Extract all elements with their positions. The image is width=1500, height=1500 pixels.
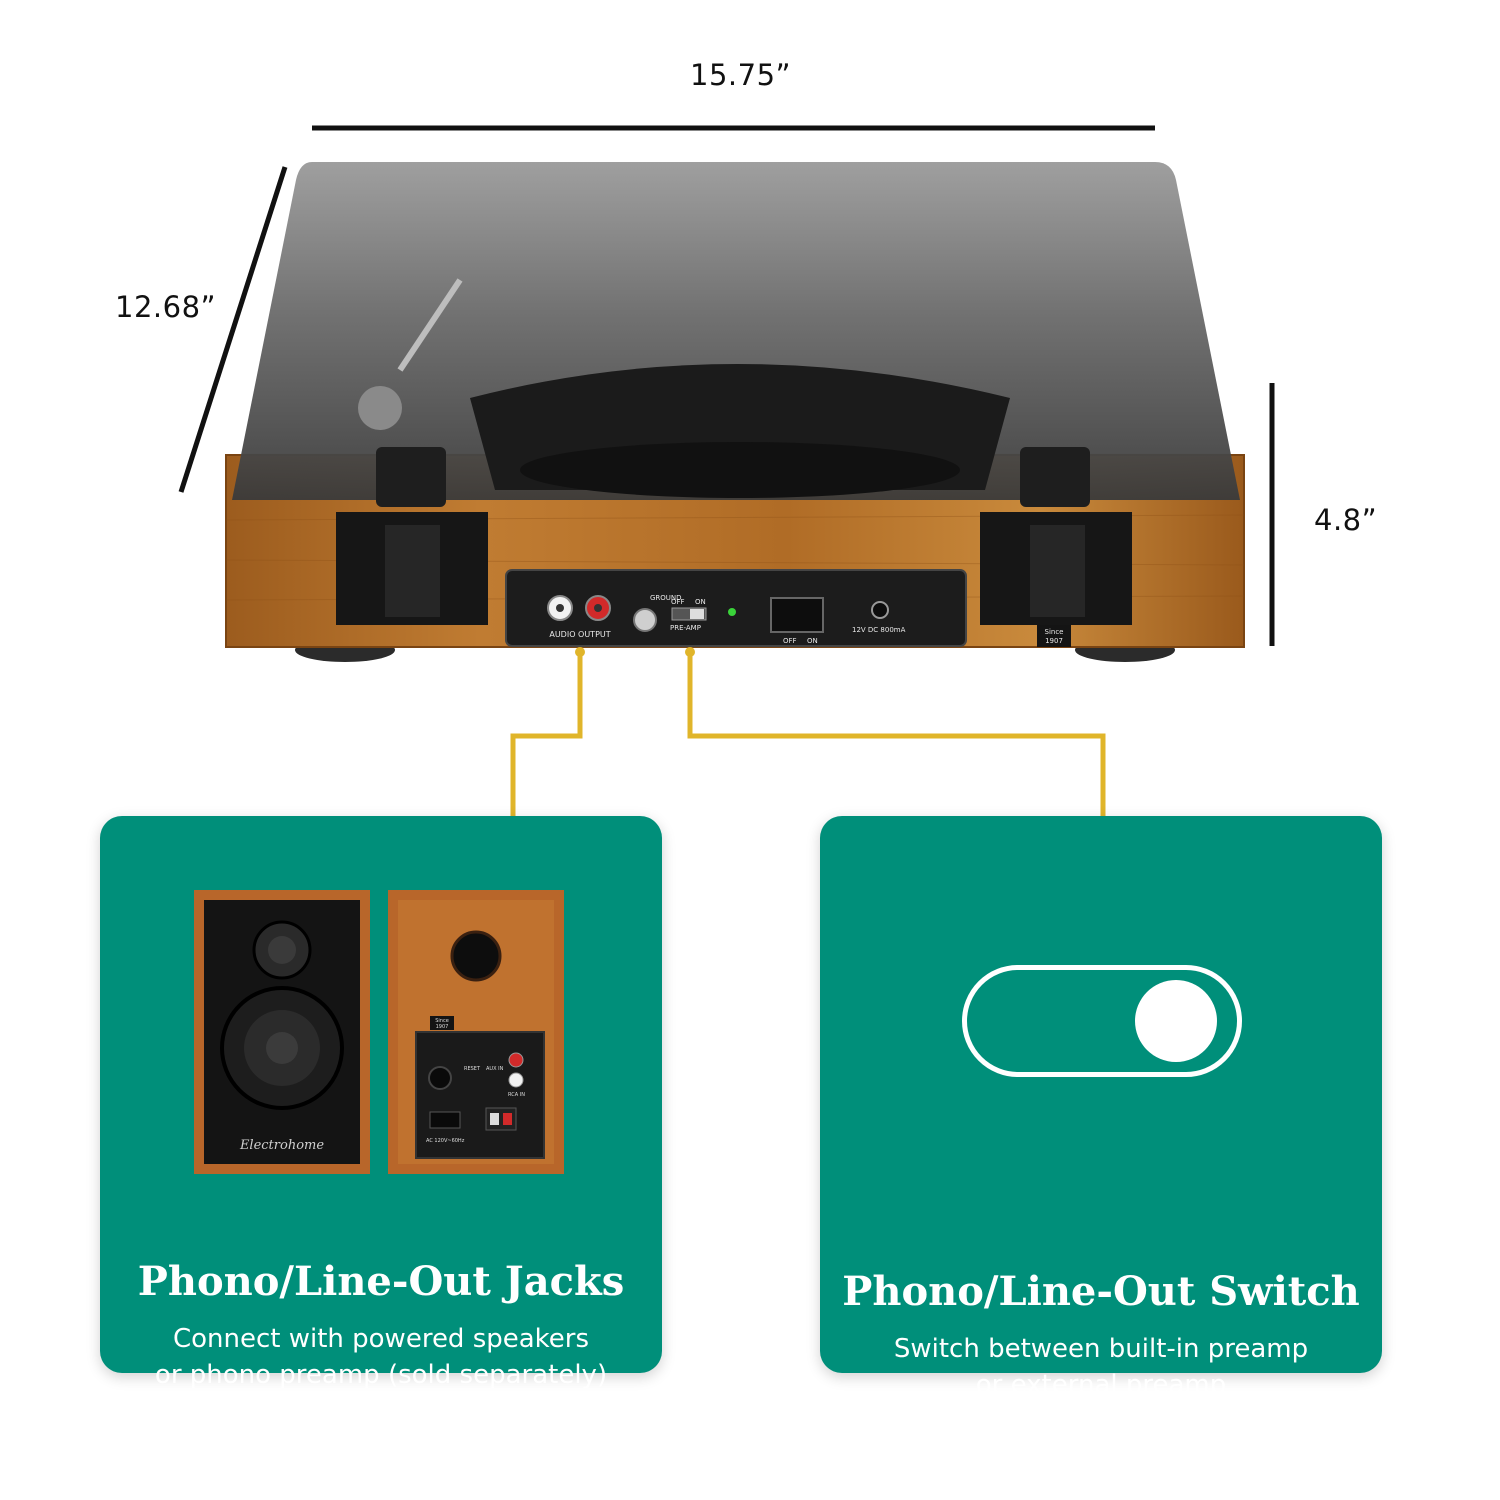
switch-card-title: Phono/Line-Out Switch	[842, 1268, 1360, 1315]
rear-control-panel	[505, 569, 967, 647]
speaker-badge-line-1: Since	[435, 1018, 449, 1024]
switch-connector-line	[687, 652, 1106, 816]
depth-dimension-label: 12.68”	[115, 290, 217, 324]
speakers-image: Electrohome Since 1907 RESET AUX IN RCA …	[194, 890, 564, 1174]
speaker-rca-red[interactable]	[508, 1052, 524, 1068]
badge-line-1: Since	[1045, 628, 1064, 636]
power-on-label: ON	[807, 637, 818, 645]
audio-output-label: AUDIO OUTPUT	[549, 630, 610, 639]
ac-inlet	[429, 1111, 461, 1129]
switch-card-description-line-1: Switch between built-in preamp	[893, 1334, 1309, 1364]
toggle-knob	[1135, 980, 1217, 1062]
speaker-badge-line-2: 1907	[436, 1024, 449, 1030]
reset-label: RESET	[464, 1066, 481, 1072]
jacks-card-description-line-2: or phono preamp (sold separately)	[154, 1360, 608, 1390]
ac-label: AC 120V~60Hz	[426, 1138, 465, 1144]
aux-in-label: AUX IN	[486, 1066, 504, 1072]
rca-in-label: RCA IN	[508, 1092, 525, 1098]
left-hinge	[336, 447, 488, 625]
power-off-label: OFF	[783, 637, 797, 645]
power-switch[interactable]	[770, 597, 824, 633]
bass-port	[450, 930, 502, 982]
depth-dimension-line	[178, 166, 288, 493]
preamp-off-label: OFF	[671, 598, 685, 606]
speaker-brand-logo: Electrohome	[239, 1138, 324, 1153]
dc-power-jack[interactable]	[871, 601, 889, 619]
preamp-on-label: ON	[695, 598, 706, 606]
preamp-label: PRE-AMP	[670, 624, 701, 632]
ground-label: GROUND	[650, 594, 682, 602]
toggle-switch-icon	[962, 965, 1242, 1077]
volume-knob[interactable]	[428, 1066, 452, 1090]
switch-card-description-line-2: or external preamp	[975, 1370, 1227, 1400]
ground-screw[interactable]	[633, 608, 657, 632]
rear-speaker-panel	[415, 1031, 545, 1159]
width-dimension-label: 15.75”	[690, 58, 792, 92]
jacks-card-description-line-1: Connect with powered speakers	[172, 1324, 590, 1354]
switch-feature-card: Phono/Line-Out Switch Switch between bui…	[820, 816, 1382, 1400]
speaker-rca-white[interactable]	[508, 1072, 524, 1088]
power-led	[728, 608, 736, 616]
since-1907-badge	[1037, 625, 1071, 647]
turntable-image: Since 1907 AUDIO OUTPUT GROUND OFF ON PR…	[225, 162, 1245, 662]
badge-line-2: 1907	[1045, 637, 1063, 645]
power-spec-label: 12V DC 800mA	[852, 626, 906, 634]
right-hinge	[980, 447, 1132, 625]
jacks-feature-card: Electrohome Since 1907 RESET AUX IN RCA …	[100, 816, 662, 1390]
jacks-card-title: Phono/Line-Out Jacks	[137, 1258, 625, 1305]
dimension-lines	[178, 125, 1275, 646]
height-dimension-label: 4.8”	[1314, 503, 1378, 537]
